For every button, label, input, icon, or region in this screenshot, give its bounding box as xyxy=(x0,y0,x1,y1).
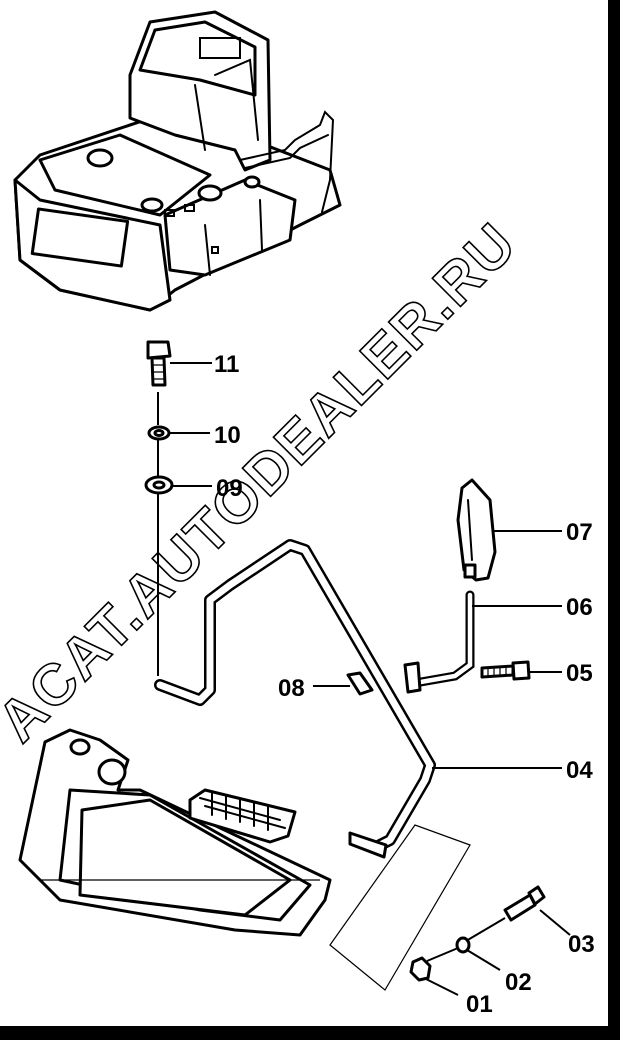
cab-floor-illustration xyxy=(18,728,332,937)
nut-part-01 xyxy=(409,956,432,982)
fastener-axis-left xyxy=(426,947,459,962)
washer-part-09 xyxy=(144,475,174,495)
callout-08: 08 xyxy=(278,675,305,702)
callout-10: 10 xyxy=(214,422,241,449)
callout-02: 02 xyxy=(505,969,532,996)
callout-labels: 11 10 09 08 07 06 05 04 03 02 01 xyxy=(214,351,595,1018)
bolt-part-05 xyxy=(480,660,531,681)
callout-05: 05 xyxy=(566,660,593,687)
callout-09: 09 xyxy=(216,475,243,502)
mirror-part-07 xyxy=(456,478,497,582)
callout-01: 01 xyxy=(466,991,493,1018)
fastener-axis-right xyxy=(465,917,506,942)
callout-06: 06 xyxy=(566,594,593,621)
leader-lines xyxy=(170,362,571,996)
diagram-canvas: 11 10 09 08 07 06 05 04 03 02 01 ACAT.AU… xyxy=(0,0,608,1026)
leader-02 xyxy=(466,949,501,971)
callout-04: 04 xyxy=(566,757,593,784)
callout-11: 11 xyxy=(214,351,239,378)
leader-03 xyxy=(539,909,571,936)
washer-part-10 xyxy=(147,425,171,441)
parts-diagram-svg: 11 10 09 08 07 06 05 04 03 02 01 ACAT.AU… xyxy=(0,10,595,1018)
clamp-part-08 xyxy=(346,671,374,696)
bolt-part-11 xyxy=(146,340,172,387)
mirror-stay-part-06 xyxy=(403,590,475,694)
washer-part-02 xyxy=(455,936,471,954)
handrail-part-04 xyxy=(154,539,436,859)
mounting-plane xyxy=(329,824,471,991)
leader-01 xyxy=(423,977,459,996)
excavator-illustration xyxy=(13,10,342,312)
bolt-part-03 xyxy=(503,885,546,922)
callout-03: 03 xyxy=(568,931,595,958)
callout-07: 07 xyxy=(566,519,593,546)
